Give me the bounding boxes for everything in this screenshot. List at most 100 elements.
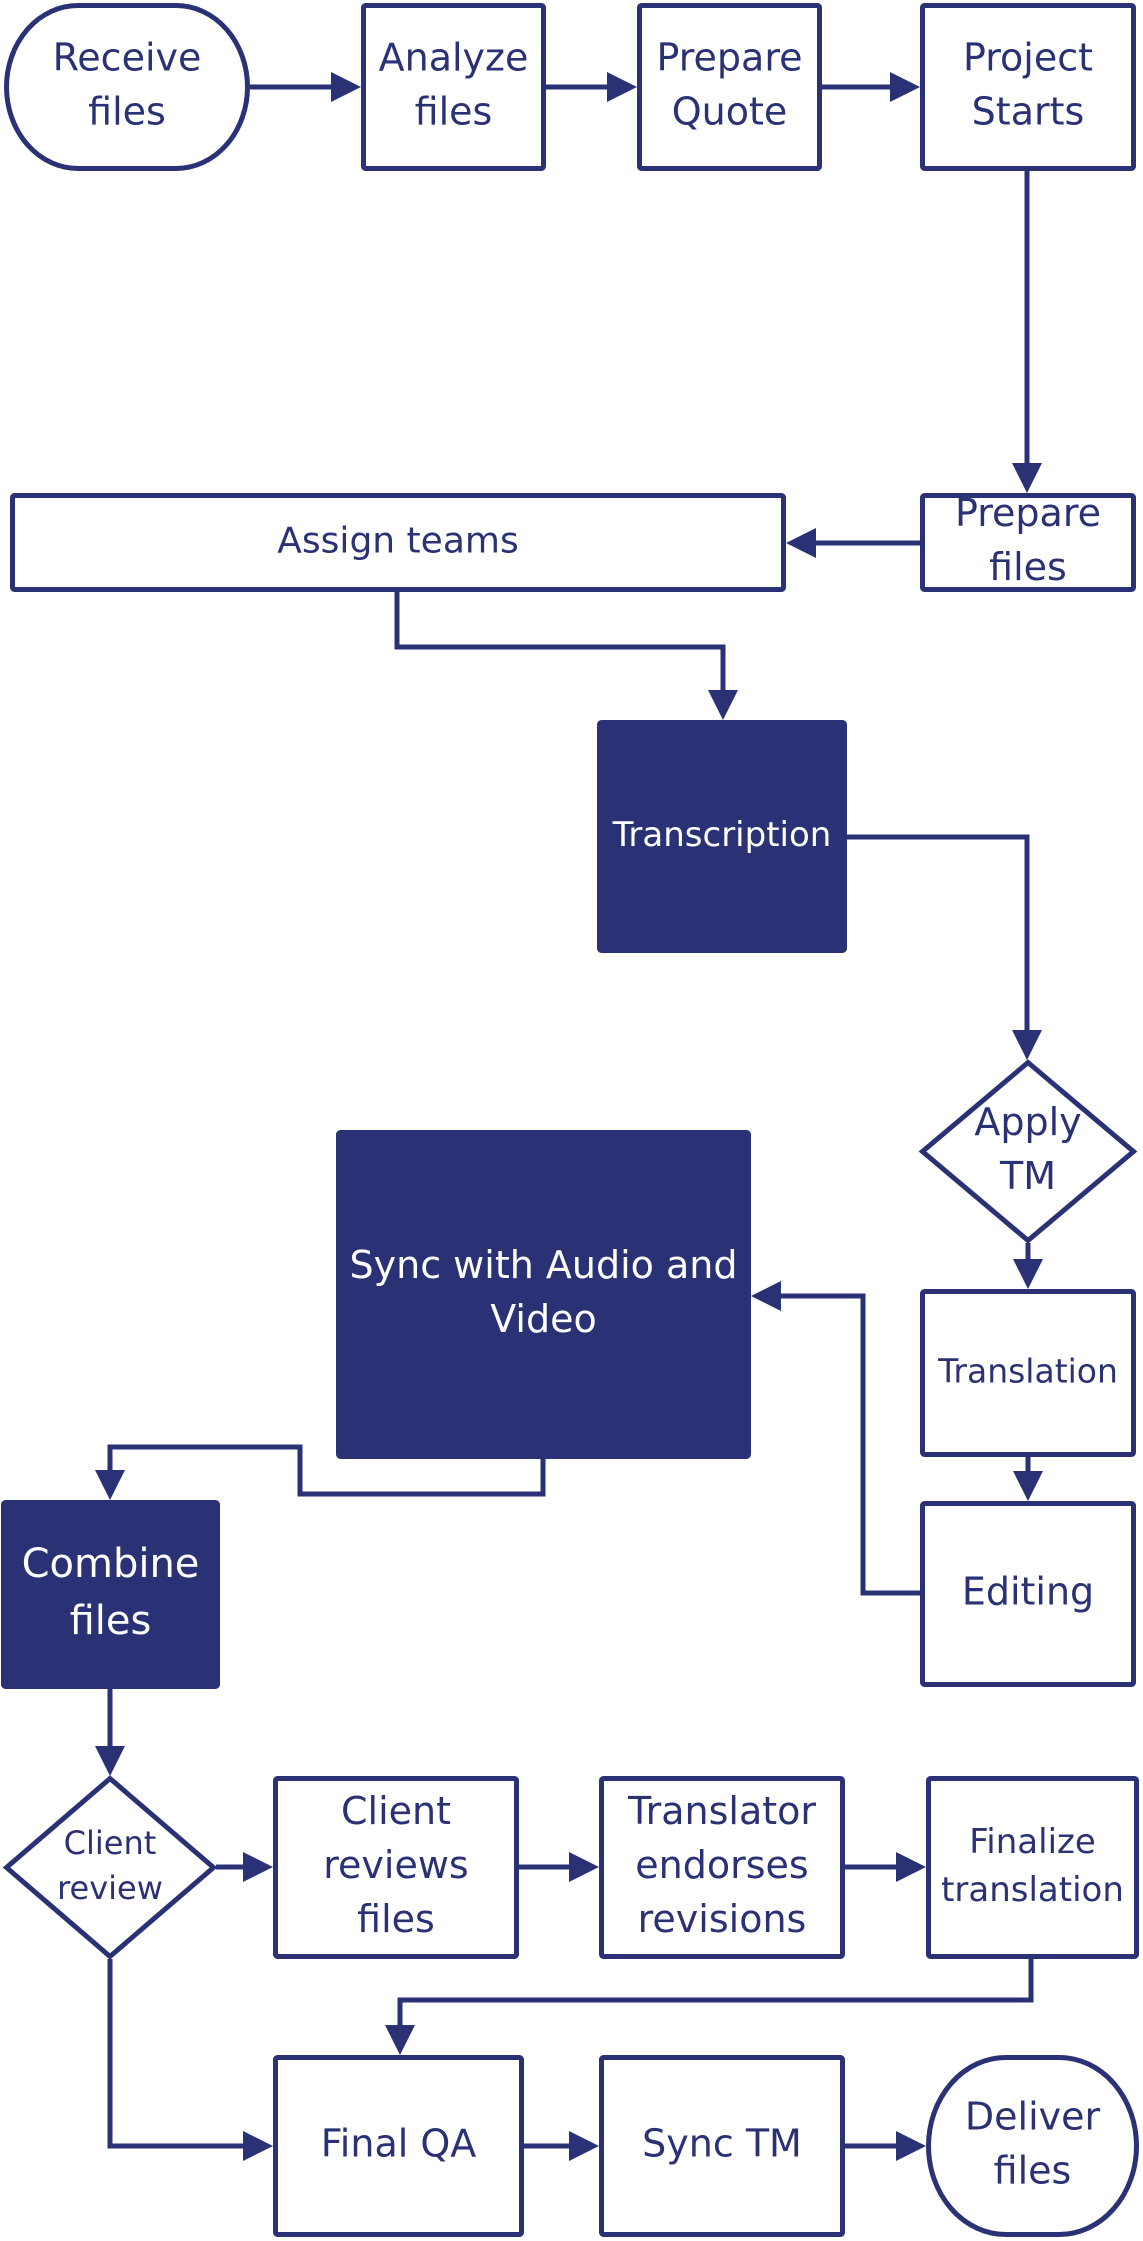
terminator-shape	[926, 2055, 1139, 2237]
node-label-line: reviews	[323, 1843, 468, 1887]
node-label-line: Translator	[627, 1789, 816, 1833]
decision-shape	[918, 1059, 1138, 1244]
process-shape	[361, 3, 546, 171]
connector-starts-to-prepfiles	[1012, 171, 1042, 493]
connector-crfiles-to-endorse	[519, 1852, 599, 1882]
process-shape	[597, 720, 847, 953]
arrowhead-icon	[751, 1281, 781, 1311]
node-label-line: TM	[999, 1154, 1056, 1198]
node-transcr[interactable]: Transcription	[597, 720, 847, 953]
connector-endorse-to-finalize	[845, 1852, 926, 1882]
node-label-line: Quote	[672, 89, 788, 133]
node-label-line: Client	[341, 1789, 451, 1833]
node-label-line: Apply	[974, 1100, 1081, 1144]
connector-prepfiles-to-assign	[786, 528, 920, 558]
node-label-line: Editing	[962, 1570, 1094, 1614]
process-shape	[920, 1501, 1136, 1687]
arrowhead-icon	[1012, 1030, 1042, 1060]
arrowhead-icon	[890, 72, 920, 102]
node-creview[interactable]: Client review	[2, 1775, 218, 1960]
node-label-line: Sync TM	[642, 2122, 802, 2166]
connector-editing-to-sync	[751, 1281, 920, 1596]
arrowhead-icon	[1013, 1259, 1043, 1289]
edges-layer	[95, 72, 1043, 2161]
connector-receive-to-analyze	[250, 72, 361, 102]
node-label-line: files	[357, 1897, 435, 1941]
node-label-line: files	[415, 89, 493, 133]
process-shape	[920, 1289, 1136, 1457]
arrowhead-icon	[243, 1852, 273, 1882]
connector-line	[107, 1959, 243, 2149]
node-label-line: Sync with Audio and	[350, 1243, 738, 1287]
connector-line	[397, 1959, 1034, 2025]
node-label-line: translation	[941, 1870, 1124, 1910]
node-label-line: Deliver	[965, 2095, 1101, 2139]
node-crfiles[interactable]: Client reviews files	[273, 1776, 519, 1959]
node-label-line: Combine	[22, 1541, 200, 1587]
connector-finalqa-to-synctm	[524, 2131, 599, 2161]
nodes-layer: ReceivefilesAnalyzefilesPrepareQuoteProj…	[1, 3, 1139, 2237]
node-finalqa[interactable]: Final QA	[273, 2055, 524, 2237]
node-label-line: Assign teams	[277, 521, 518, 562]
connector-line	[781, 1293, 920, 1596]
connector-combine-to-creview	[95, 1689, 125, 1776]
process-shape	[926, 1776, 1139, 1959]
arrowhead-icon	[569, 2131, 599, 2161]
node-label-line: Analyze	[379, 36, 529, 80]
arrowhead-icon	[331, 72, 361, 102]
process-shape	[1, 1500, 220, 1689]
node-finalize[interactable]: Finalize translation	[926, 1776, 1139, 1959]
node-label-line: Finalize	[969, 1822, 1096, 1862]
arrowhead-icon	[569, 1852, 599, 1882]
process-shape	[10, 493, 786, 592]
node-label-line: Prepare	[955, 491, 1101, 535]
node-synctm[interactable]: Sync TM	[599, 2055, 845, 2237]
connector-transl-to-editing	[1013, 1457, 1043, 1501]
node-label-line: Client	[64, 1824, 157, 1862]
connector-quote-to-starts	[822, 72, 920, 102]
arrowhead-icon	[896, 2131, 926, 2161]
connector-assign-to-transcr	[394, 592, 738, 720]
connector-sync-to-combine	[95, 1444, 546, 1500]
node-label-line: files	[70, 1598, 152, 1644]
node-combine[interactable]: Combine files	[1, 1500, 220, 1689]
node-label-line: Video	[490, 1297, 596, 1341]
arrowhead-icon	[243, 2131, 273, 2161]
process-shape	[920, 493, 1136, 592]
process-shape	[637, 3, 822, 171]
node-analyze[interactable]: Analyze files	[361, 3, 546, 171]
arrowhead-icon	[95, 1470, 125, 1500]
node-label-line: review	[57, 1869, 163, 1907]
process-shape	[920, 3, 1136, 171]
arrowhead-icon	[385, 2025, 415, 2055]
node-label-line: Project	[963, 36, 1093, 80]
connector-transcr-to-applytm	[847, 834, 1042, 1060]
node-label-line: Receive	[53, 36, 202, 80]
node-assign[interactable]: Assign teams	[10, 493, 786, 592]
connector-analyze-to-quote	[546, 72, 637, 102]
connector-applytm-to-transl	[1013, 1243, 1043, 1289]
process-shape	[273, 2055, 524, 2237]
node-label-line: Translation	[937, 1352, 1118, 1391]
terminator-shape	[4, 3, 250, 171]
node-editing[interactable]: Editing	[920, 1501, 1136, 1687]
arrowhead-icon	[607, 72, 637, 102]
arrowhead-icon	[95, 1746, 125, 1776]
connector-synctm-to-deliver	[845, 2131, 926, 2161]
node-label-line: Prepare	[657, 36, 803, 80]
connector-creview-to-crfiles	[216, 1852, 273, 1882]
process-shape	[599, 2055, 845, 2237]
node-label-line: Transcription	[612, 815, 832, 855]
arrowhead-icon	[1012, 463, 1042, 493]
node-transl[interactable]: Translation	[920, 1289, 1136, 1457]
node-label-line: endorses	[635, 1843, 808, 1887]
